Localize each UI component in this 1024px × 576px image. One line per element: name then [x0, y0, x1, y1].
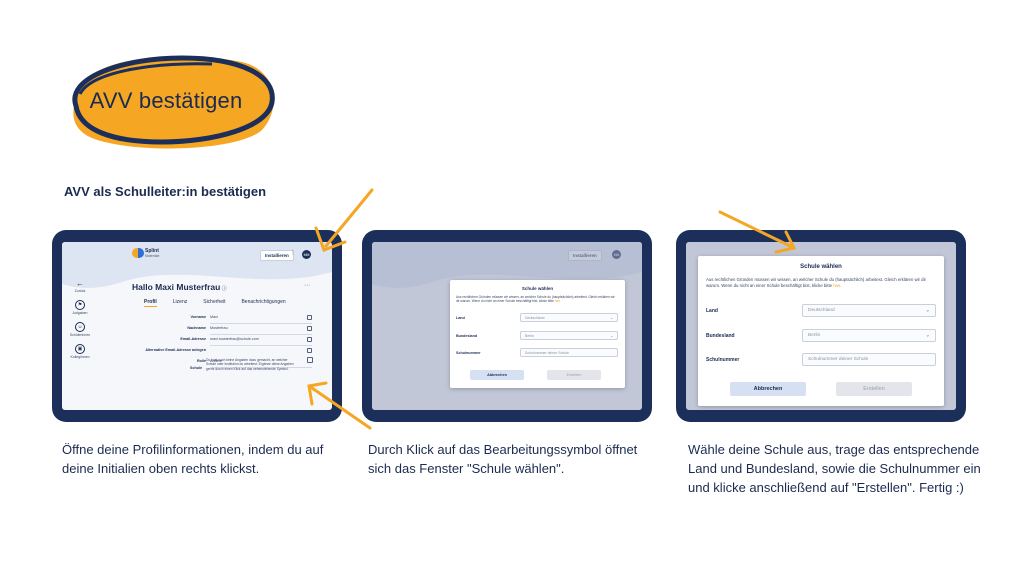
school-edit-icon[interactable] [307, 357, 313, 363]
bundesland-select[interactable]: Berlin⌄ [802, 329, 936, 342]
profile-screen: Splint Materiale Installieren ⋮ MM ← Zur… [62, 242, 332, 410]
edit-icon[interactable] [307, 337, 312, 342]
school-info-text: Du hast noch keine Angaben dazu gemacht,… [206, 358, 294, 371]
chevron-down-icon: ⌄ [610, 315, 614, 320]
cancel-button[interactable]: Abbrechen [730, 382, 806, 396]
schulnummer-input[interactable]: Schulnummer deiner Schule [802, 353, 936, 366]
here-link[interactable]: hier. [833, 282, 842, 288]
tab-profil[interactable]: Profil [144, 299, 157, 307]
page-title: AVV bestätigen [89, 88, 243, 113]
tablet-step-1: Splint Materiale Installieren ⋮ MM ← Zur… [52, 230, 342, 422]
tablet-step-3: Schule wählen Aus rechtlichen Gründen mü… [676, 230, 966, 422]
chevron-down-icon: ⌄ [307, 359, 311, 364]
field-vorname: Vorname Maxi [102, 315, 312, 323]
flag-icon: ⚑ [75, 300, 85, 310]
edit-icon[interactable] [307, 326, 312, 331]
install-button[interactable]: Installieren [260, 250, 294, 261]
options-icon[interactable]: ⋯ [304, 283, 310, 289]
field-alt-email: Alternative Email-Adresse anlegen [102, 348, 312, 356]
field-email: Email-Adresse maxi.musterfrau@schule.com [102, 337, 312, 345]
splint-logo[interactable]: Splint Materiale [132, 248, 159, 258]
back-button[interactable]: ← Zurück [68, 279, 92, 294]
land-select[interactable]: Deutschland⌄ [520, 313, 618, 322]
caption-step-1: Öffne deine Profilinformationen, indem d… [62, 442, 324, 476]
chevron-down-icon: ⌄ [925, 333, 930, 338]
edit-icon[interactable] [307, 348, 312, 353]
modal-screen-large: Schule wählen Aus rechtlichen Gründen mü… [686, 242, 956, 410]
field-rolle[interactable]: Rolle Andere ⌄ [196, 359, 312, 367]
tab-sicherheit[interactable]: Sicherheit [203, 299, 226, 305]
modal-screen-small: Installieren MM Schule wählen Aus rechtl… [372, 242, 642, 410]
land-select[interactable]: Deutschland⌄ [802, 304, 936, 317]
dialog-title: Schule wählen [800, 264, 842, 270]
choose-school-dialog: Schule wählen Aus rechtlichen Gründen mü… [698, 256, 944, 406]
title-blob [72, 55, 275, 149]
page-subtitle: AVV als Schulleiter:in bestätigen [64, 184, 267, 199]
school-label: Schule [190, 366, 203, 370]
greeting-heading: Hallo Maxi Musterfrau ⓘ [132, 282, 227, 292]
profile-tabs: Profil Lizenz Sicherheit Benachrichtigun… [144, 299, 286, 307]
caption-step-3: Wähle deine Schule aus, trage das entspr… [688, 442, 981, 495]
cancel-button[interactable]: Abbrechen [470, 370, 524, 380]
dialog-description: Aus rechtlichen Gründen müssen wir wisse… [706, 277, 926, 288]
logo-icon [132, 248, 144, 258]
create-button[interactable]: Erstellen [547, 370, 601, 380]
tab-benachrichtigungen[interactable]: Benachrichtigungen [241, 299, 286, 305]
bundesland-select[interactable]: Berlin⌄ [520, 331, 618, 340]
users-icon: ☺ [75, 322, 85, 332]
briefcase-icon: ▣ [75, 344, 85, 354]
tablet-step-2: Installieren MM Schule wählen Aus rechtl… [362, 230, 652, 422]
chevron-down-icon: ⌄ [925, 308, 930, 313]
sidebar-item-kollegiinnen[interactable]: ▣ Kollegiinnen [70, 344, 90, 359]
sidebar-item-aufgaben[interactable]: ⚑ Aufgaben [72, 300, 88, 315]
more-icon[interactable]: ⋮ [290, 250, 296, 256]
tab-lizenz[interactable]: Lizenz [172, 299, 188, 305]
field-nachname: Nachname Musterfrau [102, 326, 312, 334]
arrow-left-icon: ← [76, 279, 84, 288]
schulnummer-input[interactable]: Schulnummer deiner Schule [520, 348, 618, 357]
avatar[interactable]: MM [302, 250, 311, 259]
edit-icon[interactable] [307, 315, 312, 320]
chevron-down-icon: ⌄ [610, 333, 614, 338]
here-link[interactable]: hier. [554, 299, 561, 304]
caption-step-2: Durch Klick auf das Bearbeitungssymbol ö… [368, 442, 638, 476]
choose-school-dialog: Schule wählen Aus rechtlichen Gründen mü… [450, 280, 625, 388]
dialog-title: Schule wählen [521, 286, 554, 291]
create-button[interactable]: Erstellen [836, 382, 912, 396]
sidebar-item-schuelerinnen[interactable]: ☺ Schülerinnen [69, 322, 91, 337]
dialog-description: Aus rechtlichen Gründen müssen wir wisse… [456, 295, 615, 304]
info-icon[interactable]: ⓘ [220, 286, 227, 292]
